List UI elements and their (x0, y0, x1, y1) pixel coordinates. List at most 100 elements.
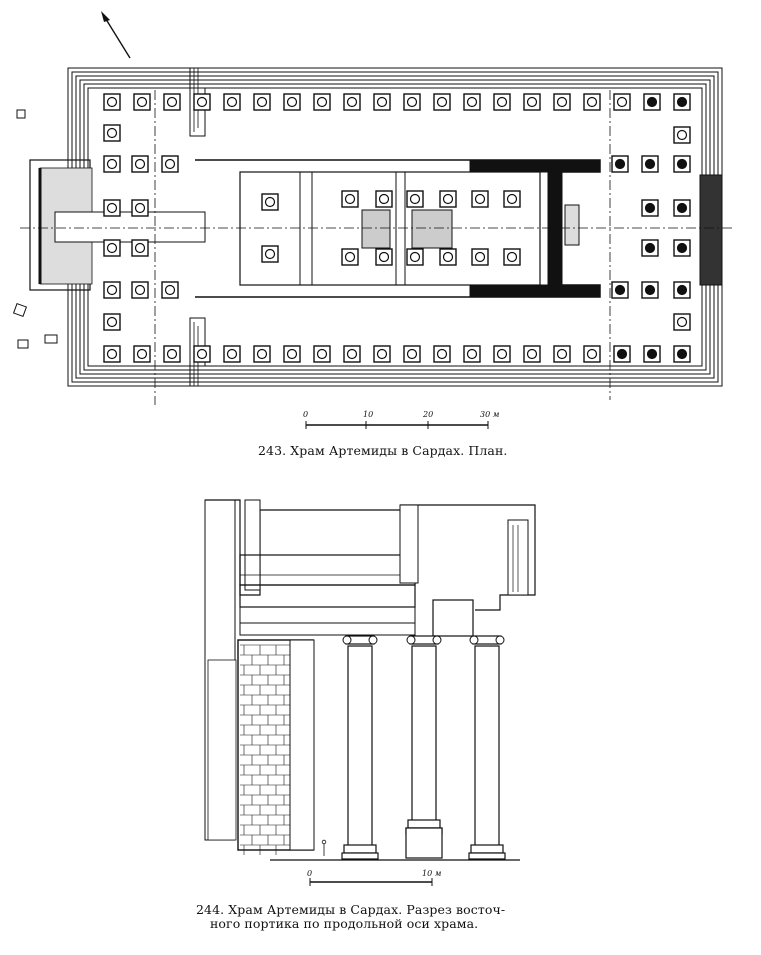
plan-column-icon (641, 239, 659, 257)
plan-column-icon (163, 345, 181, 363)
plan-column-icon (463, 93, 481, 111)
scale-bar-243: 0 10 20 30 м (303, 410, 500, 429)
plan-column-icon (523, 93, 541, 111)
plan-column-icon (103, 281, 121, 299)
plan-column-icon (503, 190, 521, 208)
plan-column-icon (673, 239, 691, 257)
plan-column-icon (373, 93, 391, 111)
plan-column-icon (471, 190, 489, 208)
plan-column-icon (611, 281, 629, 299)
plan-column-icon (161, 155, 179, 173)
plan-column-icon (403, 345, 421, 363)
plan-column-icon (553, 345, 571, 363)
human-scale-icon (321, 839, 327, 856)
plan-column-icon (103, 155, 121, 173)
plan-column-icon (641, 199, 659, 217)
plan-column-icon (673, 93, 691, 111)
plan-column-icon (261, 193, 279, 211)
plan-column-icon (103, 93, 121, 111)
plan-column-icon (403, 93, 421, 111)
plan-column-icon (131, 199, 149, 217)
north-arrow-icon (101, 11, 131, 59)
plan-column-icon (131, 239, 149, 257)
plan-column-icon (103, 345, 121, 363)
plan-column-icon (283, 345, 301, 363)
plan-column-icon (193, 93, 211, 111)
scale-243-label-0: 0 (303, 410, 308, 419)
plan-column-icon (673, 199, 691, 217)
plan-column-icon (375, 248, 393, 266)
plan-column-icon (471, 248, 489, 266)
plan-column-icon (439, 248, 457, 266)
plan-column-icon (375, 190, 393, 208)
plan-column-icon (493, 345, 511, 363)
plan-column-icon (433, 345, 451, 363)
plan-column-icon (223, 345, 241, 363)
temple-plan (12, 11, 735, 405)
scale-243-label-10: 10 (363, 410, 373, 419)
brick-wall (240, 644, 290, 855)
plan-column-icon (131, 155, 149, 173)
ionic-column (405, 635, 443, 859)
plan-column-icon (261, 245, 279, 263)
scale-244-label-0: 0 (307, 869, 312, 878)
plan-column-icon (406, 248, 424, 266)
plan-column-icon (643, 93, 661, 111)
plan-column-icon (523, 345, 541, 363)
plan-column-icon (433, 93, 451, 111)
plan-column-icon (343, 93, 361, 111)
plan-column-icon (673, 126, 691, 144)
plan-columns (103, 93, 691, 363)
portico-section (204, 499, 536, 861)
plan-column-icon (439, 190, 457, 208)
plan-column-icon (583, 93, 601, 111)
plan-column-icon (643, 345, 661, 363)
scale-bar-244: 0 10 м (307, 869, 442, 886)
cella-walls (195, 159, 723, 298)
plan-column-icon (583, 345, 601, 363)
plan-column-icon (253, 345, 271, 363)
plan-column-icon (503, 248, 521, 266)
plan-column-icon (103, 199, 121, 217)
plan-column-icon (103, 239, 121, 257)
plan-column-icon (613, 345, 631, 363)
plan-column-icon (673, 281, 691, 299)
plan-column-icon (613, 93, 631, 111)
ionic-column (468, 635, 506, 860)
plan-column-icon (193, 345, 211, 363)
plan-column-icon (103, 124, 121, 142)
plan-column-icon (673, 313, 691, 331)
plan-column-icon (131, 281, 149, 299)
plan-column-icon (313, 93, 331, 111)
plan-column-icon (343, 345, 361, 363)
plan-column-icon (493, 93, 511, 111)
caption-244-line2: ного портика по продольной оси храма. (210, 916, 479, 931)
plan-column-icon (313, 345, 331, 363)
plan-column-icon (641, 155, 659, 173)
plan-column-icon (341, 248, 359, 266)
plan-column-icon (161, 281, 179, 299)
plan-column-icon (341, 190, 359, 208)
plan-column-icon (223, 93, 241, 111)
plan-column-icon (253, 93, 271, 111)
plan-column-icon (463, 345, 481, 363)
plan-column-icon (611, 155, 629, 173)
plan-column-icon (163, 93, 181, 111)
plan-column-icon (283, 93, 301, 111)
section-columns (341, 635, 506, 860)
ionic-column (341, 635, 379, 860)
caption-243: 243. Храм Артемиды в Сардах. План. (258, 443, 508, 458)
plan-column-icon (133, 345, 151, 363)
plan-column-icon (673, 345, 691, 363)
plan-column-icon (553, 93, 571, 111)
scale-243-label-20: 20 (422, 410, 433, 419)
scale-243-label-30: 30 м (480, 410, 500, 419)
scale-244-label-10: 10 м (422, 869, 442, 878)
plan-column-icon (103, 313, 121, 331)
plan-column-icon (406, 190, 424, 208)
plan-column-icon (641, 281, 659, 299)
plan-column-icon (133, 93, 151, 111)
caption-244-line1: 244. Храм Артемиды в Сардах. Разрез вост… (196, 902, 506, 917)
plan-column-icon (673, 155, 691, 173)
